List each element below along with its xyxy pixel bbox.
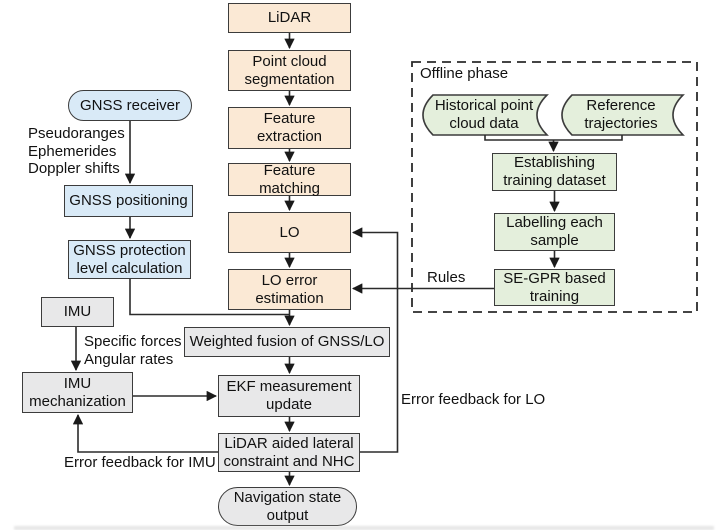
- node-lidar-constraint-label: LiDAR aided lateral constraint and NHC: [223, 434, 355, 470]
- node-establishing-dataset-label: Establishing training dataset: [503, 154, 606, 189]
- offline-phase-boundary: [411, 61, 698, 313]
- node-ekf-update: EKF measurement update: [218, 375, 360, 417]
- gnss-signal-pseudoranges: Pseudoranges: [28, 125, 125, 142]
- imu-signal-specific-forces: Specific forces: [84, 333, 182, 350]
- node-lidar-label: LiDAR: [267, 9, 312, 27]
- node-weighted-fusion-label: Weighted fusion of GNSS/LO: [189, 333, 385, 351]
- node-weighted-fusion: Weighted fusion of GNSS/LO: [184, 327, 390, 357]
- node-lo-error-estimation: LO error estimation: [228, 269, 351, 310]
- node-historical-data: Historical point cloud data: [428, 95, 540, 135]
- error-feedback-lo-label: Error feedback for LO: [401, 391, 546, 408]
- node-lidar: LiDAR: [228, 3, 351, 33]
- node-nav-output: Navigation state output: [218, 487, 357, 526]
- node-gnss-positioning: GNSS positioning: [64, 185, 193, 217]
- node-point-cloud-segmentation-label: Point cloud segmentation: [244, 52, 335, 88]
- node-labelling-sample-label: Labelling each sample: [506, 214, 603, 249]
- arrow-feedback-to-mechanization: [72, 413, 218, 453]
- node-feature-matching: Feature matching: [228, 161, 351, 197]
- node-imu-mechanization-label: IMU mechanization: [29, 374, 126, 410]
- node-gnss-receiver: GNSS receiver: [68, 90, 192, 121]
- rules-label: Rules: [427, 269, 466, 286]
- line-protection-to-fusion: [129, 278, 290, 316]
- node-feature-matching-label: Feature matching: [259, 161, 320, 197]
- node-labelling-sample: Labelling each sample: [494, 213, 615, 251]
- node-reference-trajectories-label: Reference trajectories: [584, 97, 658, 132]
- node-lo: LO: [228, 212, 351, 253]
- offline-phase-label: Offline phase: [420, 65, 509, 82]
- node-lo-error-estimation-label: LO error estimation: [255, 271, 324, 307]
- reference-trajectories-shape: [561, 94, 685, 136]
- node-feature-extraction-label: Feature extraction: [256, 110, 323, 145]
- node-point-cloud-segmentation: Point cloud segmentation: [228, 50, 351, 91]
- node-gnss-protection: GNSS protection level calculation: [68, 240, 191, 279]
- node-segpr-training: SE-GPR based training: [494, 269, 615, 306]
- node-imu-mechanization: IMU mechanization: [22, 372, 133, 413]
- gnss-signal-doppler: Doppler shifts: [28, 160, 120, 177]
- imu-signals-label: Specific forces Angular rates: [84, 333, 182, 368]
- node-ekf-update-label: EKF measurement update: [226, 378, 352, 413]
- node-imu: IMU: [41, 297, 114, 327]
- imu-signal-angular-rates: Angular rates: [84, 350, 174, 368]
- node-reference-trajectories: Reference trajectories: [567, 95, 675, 135]
- node-gnss-positioning-label: GNSS positioning: [69, 192, 188, 210]
- node-historical-data-label: Historical point cloud data: [434, 97, 534, 132]
- node-segpr-training-label: SE-GPR based training: [503, 269, 606, 305]
- node-gnss-receiver-label: GNSS receiver: [79, 96, 181, 114]
- node-lo-label: LO: [279, 223, 300, 241]
- node-lidar-constraint: LiDAR aided lateral constraint and NHC: [218, 433, 360, 472]
- gnss-signals-label: Pseudoranges Ephemerides Doppler shifts: [28, 125, 125, 178]
- gnss-signal-ephemerides: Ephemerides: [28, 142, 117, 160]
- error-feedback-imu-label: Error feedback for IMU: [64, 454, 216, 471]
- node-imu-label: IMU: [63, 303, 92, 321]
- node-gnss-protection-label: GNSS protection level calculation: [73, 241, 186, 277]
- node-nav-output-label: Navigation state output: [233, 488, 342, 524]
- node-feature-extraction: Feature extraction: [228, 107, 351, 149]
- historical-data-shape: [422, 94, 549, 136]
- arrow-feedback-to-lo: [351, 227, 399, 453]
- cropped-caption-remnant: [14, 526, 714, 530]
- node-establishing-dataset: Establishing training dataset: [492, 153, 617, 191]
